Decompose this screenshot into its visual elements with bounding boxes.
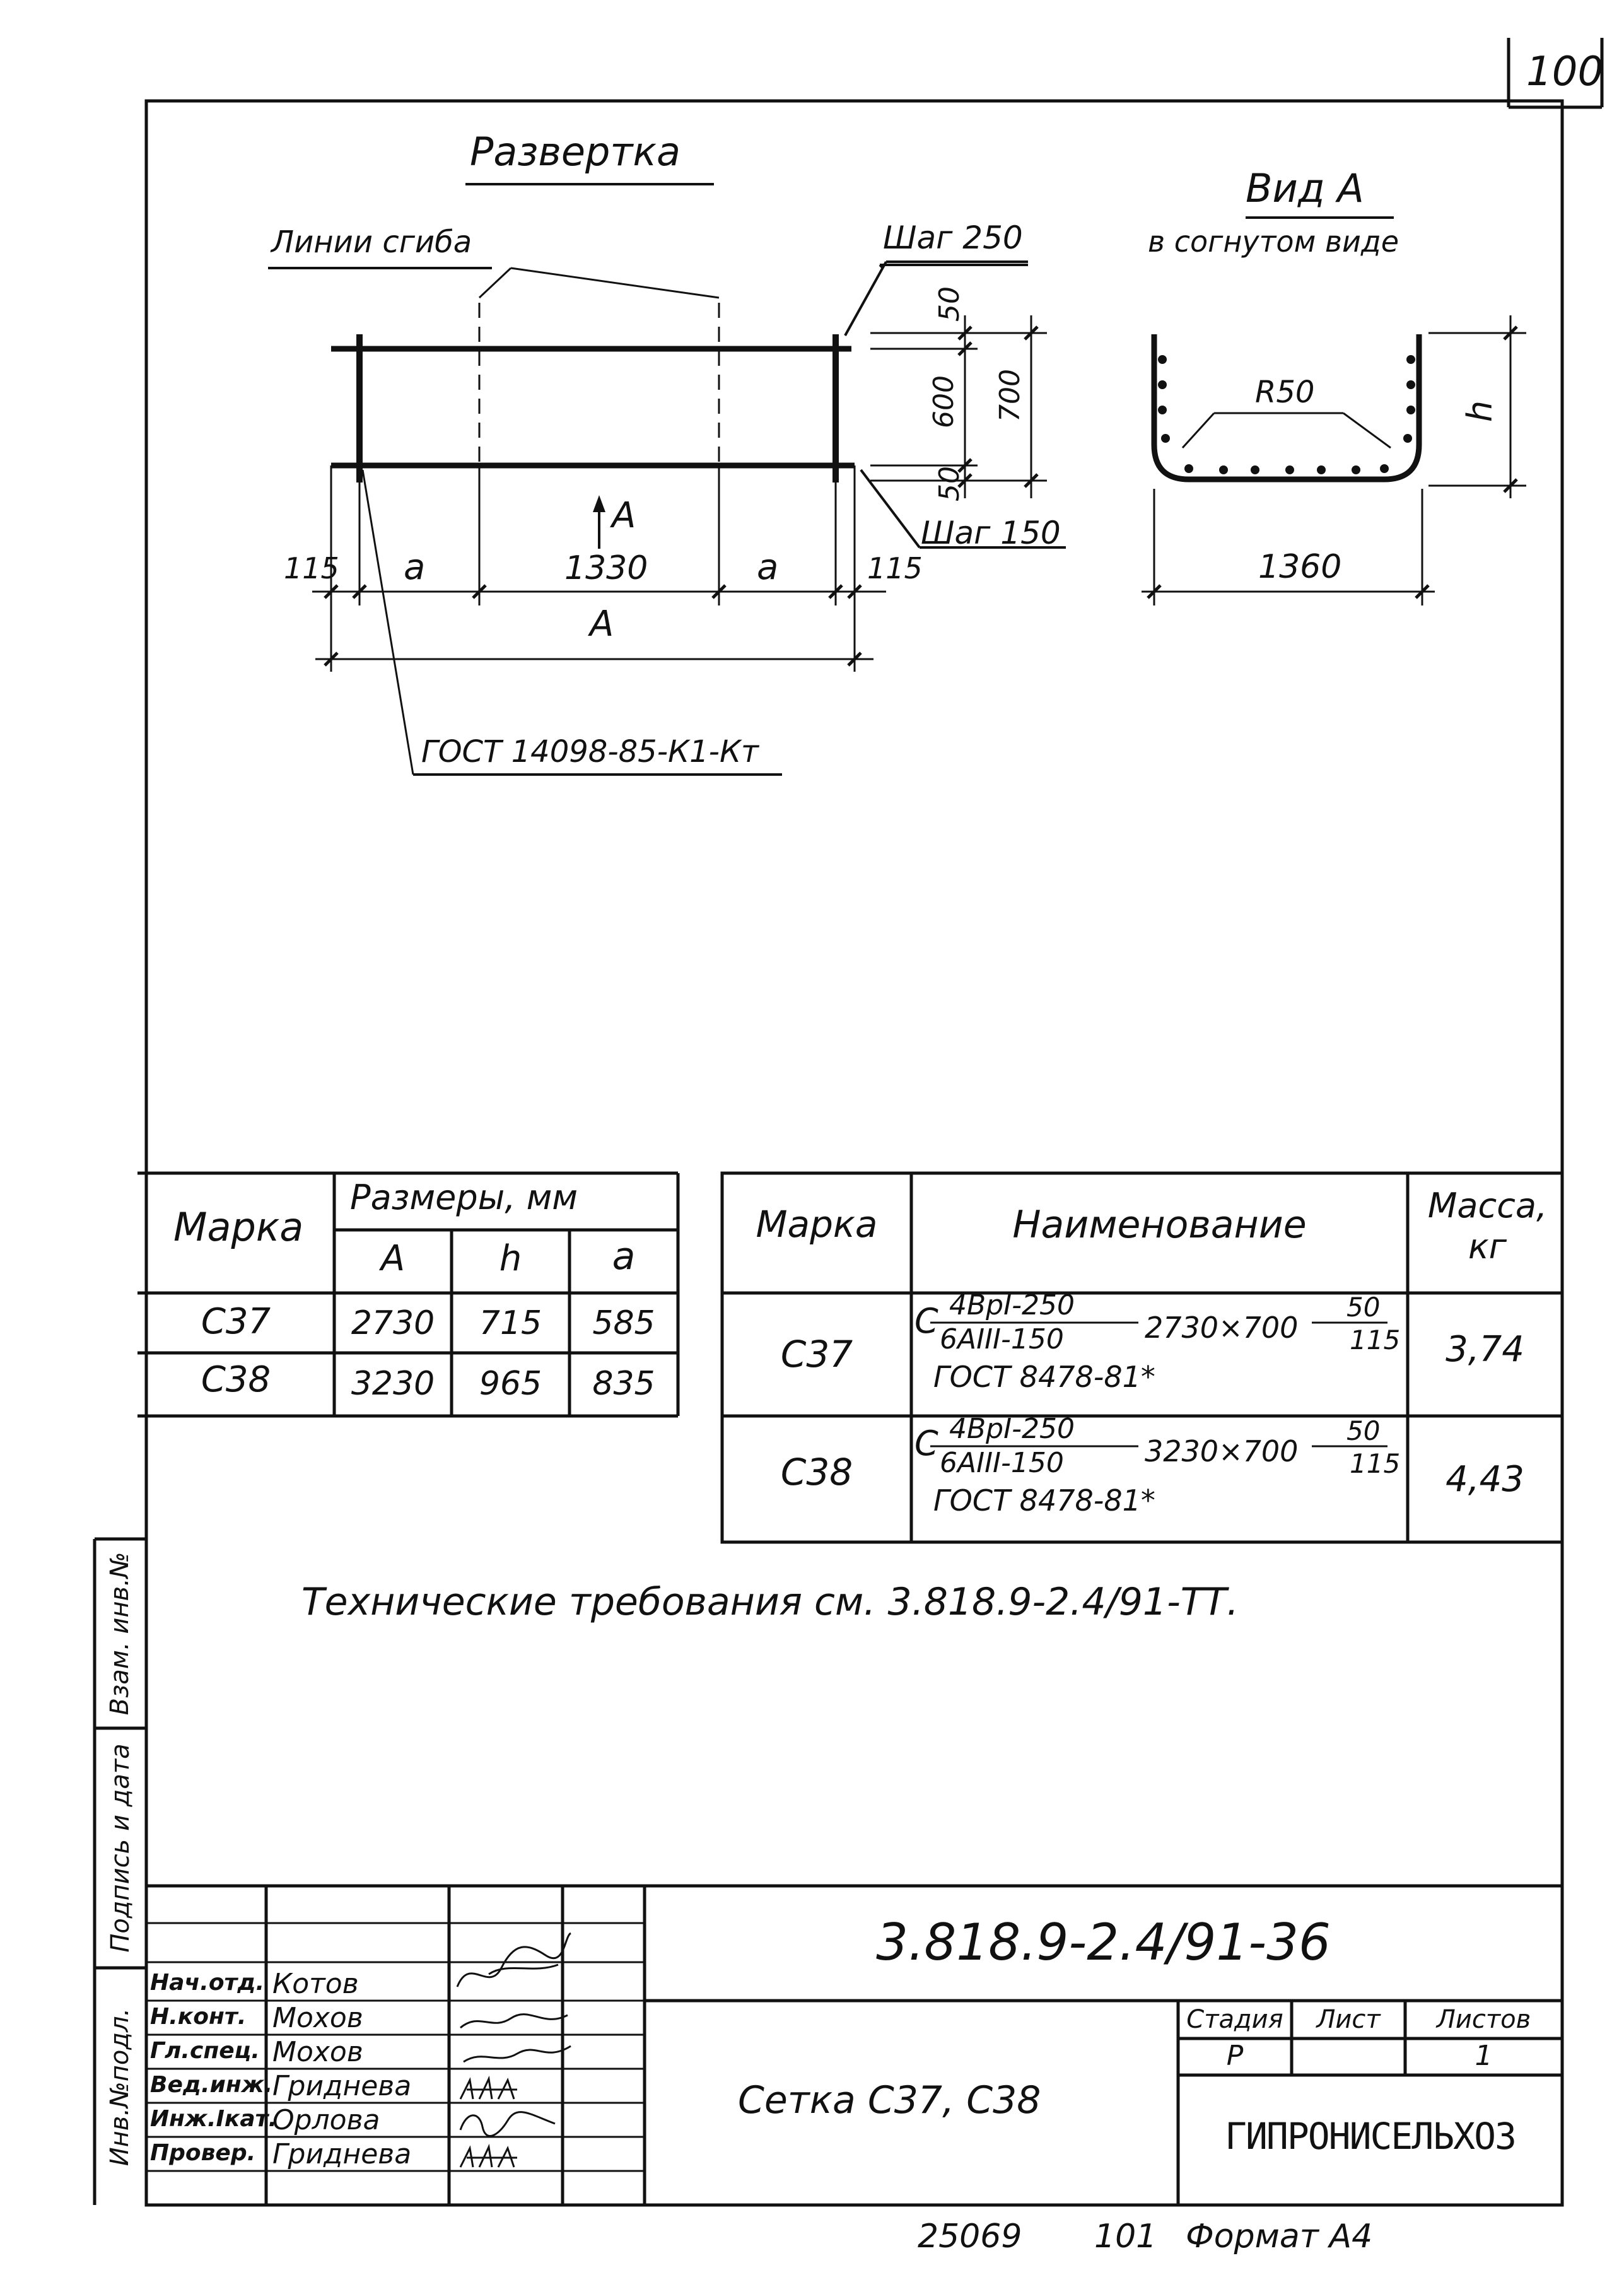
sizes-row-h: 965 [479,1365,542,1403]
weld-gost-label: ГОСТ 14098-85-К1-Кт [421,734,759,769]
staff-name: Гриднева [272,2070,412,2102]
staff-role: Инж.Iкат. [150,2106,277,2132]
spec-row-size: 2730×700 [1145,1311,1299,1345]
sheet-name: Сетка С37, С38 [738,2078,1041,2122]
sheet-number: 100 [1526,49,1604,95]
spec-row-denominator: 6АIII-150 [940,1447,1064,1479]
stage-label: Стадия [1186,2005,1283,2034]
sizes-row-mark: С37 [201,1301,271,1342]
spec-row-prefix: С [914,1301,938,1341]
spec-row-prefix: С [914,1424,938,1463]
doc-code: 3.818.9-2.4/91-36 [876,1913,1331,1972]
staff-role: Провер. [150,2140,256,2166]
sizes-row-a-caps: 2730 [351,1304,435,1342]
dim-115-right: 115 [867,551,923,585]
staff-role: Нач.отд. [150,1970,265,1996]
spec-row-gost: ГОСТ 8478-81* [933,1360,1155,1394]
spec-row-mark: С38 [780,1451,853,1494]
spec-row-size: 3230×700 [1145,1434,1299,1468]
sheets-label: Листов [1436,2005,1531,2034]
view-a-title: Вид А [1246,165,1364,211]
dim-a-right: a [757,547,779,588]
dim-a-total: A [590,604,614,645]
sheet-label: Лист [1316,2005,1381,2034]
signature-orlova [459,2111,556,2137]
staff-role: Вед.инж. [150,2072,273,2098]
spec-row-mark: С37 [780,1333,853,1376]
dim-1330: 1330 [564,549,648,587]
staff-name: Орлова [272,2104,380,2136]
unfold-title: Развертка [470,129,681,175]
sizes-col-mark: Марка [173,1204,304,1250]
dim-50-top: 50 [933,286,966,322]
arrow-a-label: A [612,495,636,536]
dim-a-left: a [404,547,426,588]
staff-name: Котов [272,1968,359,2000]
signature-kotov [456,1932,572,1987]
sizes-col-sizes: Размеры, мм [350,1178,578,1217]
sizes-row-a: 835 [592,1365,655,1403]
step-top-label: Шаг 250 [883,219,1023,256]
stage-value: Р [1226,2040,1244,2072]
staff-name: Мохов [272,2036,363,2068]
dim-115-left: 115 [284,551,339,585]
sizes-row-a: 585 [592,1304,655,1342]
spec-row-mass: 3,74 [1446,1329,1524,1370]
spec-col-mass: Масса, кг [1427,1186,1548,1266]
sheets-value: 1 [1475,2040,1493,2072]
spec-row-gost: ГОСТ 8478-81* [933,1483,1155,1518]
side-stamp-podpis-data: Подпись и дата [106,1743,135,1953]
signature-gridneva-1 [459,2075,517,2100]
footer-page: 101 [1094,2218,1157,2255]
spec-row-frac-den: 115 [1350,1448,1401,1479]
spec-col-mark: Марка [756,1203,878,1246]
signature-mokhov-1 [460,2013,568,2029]
sizes-sub-h: h [499,1238,522,1279]
tech-requirements: Технические требования см. 3.818.9-2.4/9… [301,1580,1239,1624]
signature-mokhov-2 [463,2045,571,2063]
organization-name: ГИПРОНИСЕЛЬХОЗ [1225,2115,1517,2158]
side-stamp-inv-podl: Инв.№подл. [105,2008,134,2167]
step-bottom-label: Шаг 150 [921,515,1061,551]
view-a-radius: R50 [1255,375,1315,410]
sizes-sub-a: a [612,1234,636,1278]
sizes-sub-a-caps: A [380,1238,406,1279]
spec-row-denominator: 6АIII-150 [940,1323,1064,1355]
spec-col-name: Наименование [1012,1203,1307,1247]
bend-lines-label: Линии сгиба [271,225,472,260]
staff-name: Гриднева [272,2138,412,2170]
footer-format: Формат А4 [1186,2218,1373,2255]
spec-row-frac-num: 50 [1347,1292,1381,1323]
dim-700: 700 [993,369,1026,422]
dim-600: 600 [927,375,960,428]
signature-gridneva-2 [459,2143,517,2168]
spec-row-numerator: 4ВрI-250 [949,1413,1075,1445]
staff-role: Гл.спец. [150,2038,260,2064]
footer-number: 25069 [918,2218,1022,2255]
staff-role: Н.конт. [150,2004,247,2030]
spec-row-frac-num: 50 [1347,1415,1381,1446]
spec-row-frac-den: 115 [1350,1325,1401,1355]
sizes-row-mark: С38 [201,1359,271,1400]
staff-name: Мохов [272,2002,363,2034]
dim-50-bottom: 50 [933,466,966,501]
view-a-height: h [1460,400,1500,423]
spec-row-numerator: 4ВрI-250 [949,1289,1075,1321]
spec-row-mass: 4,43 [1446,1459,1524,1500]
sizes-row-h: 715 [479,1304,542,1342]
view-a-subtitle: в согнутом виде [1148,225,1399,259]
side-stamp-vzam-inv: Взам. инв.№ [105,1552,134,1716]
view-a-width: 1360 [1258,548,1342,586]
sizes-row-a-caps: 3230 [351,1365,435,1403]
